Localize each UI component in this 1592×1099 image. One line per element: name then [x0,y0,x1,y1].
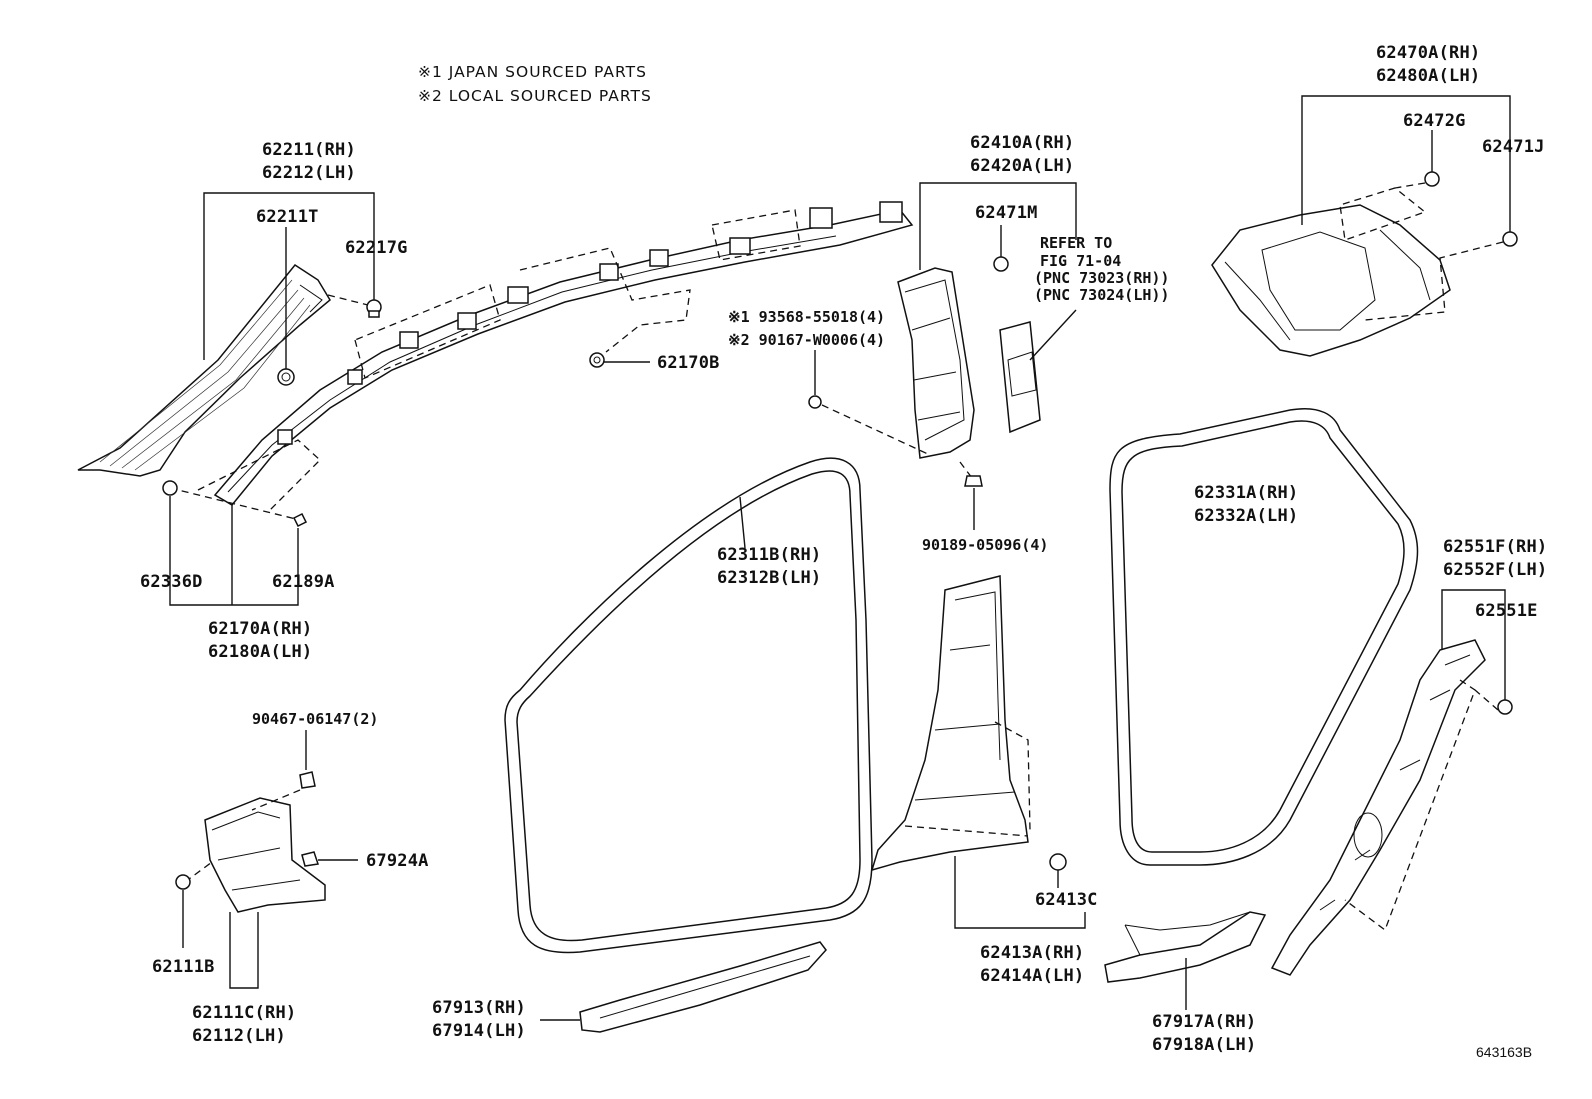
clip-62189a [292,512,308,528]
label-62551e: 62551E [1475,601,1538,621]
label-62312b: 62312B(LH) [717,568,821,588]
clip-62551e [1497,699,1513,715]
label-62112: 62112(LH) [192,1026,286,1046]
label-62470a: 62470A(RH) [1376,43,1480,63]
quarter-trim-panel [1211,204,1451,357]
label-62552f: 62552F(LH) [1443,560,1547,580]
clip-62336d [162,480,178,496]
label-62472g: 62472G [1403,111,1466,131]
label-62410a: 62410A(RH) [970,133,1074,153]
rear-scuff-plate [1104,911,1267,983]
label-62170b: 62170B [657,353,720,373]
figure-code: 643163B [1476,1044,1532,1060]
label-62170a: 62170A(RH) [208,619,312,639]
note-japan-sourced: ※1 JAPAN SOURCED PARTS [418,63,647,81]
clip-90189 [964,475,983,487]
clip-62170b [589,352,605,368]
front-scuff-plate [579,941,827,1033]
label-62551f: 62551F(RH) [1443,537,1547,557]
a-pillar-garnish [77,264,331,477]
label-refer-to: REFER TO [1040,234,1112,252]
label-62332a: 62332A(LH) [1194,506,1298,526]
curtain-airbag-assembly [213,201,914,506]
label-62471j: 62471J [1482,137,1545,157]
seat-belt-retractor [999,321,1041,434]
label-62413a: 62413A(RH) [980,943,1084,963]
label-90167: ※2 90167-W0006(4) [728,331,885,349]
label-67918a: 67918A(LH) [1152,1035,1256,1055]
label-67913: 67913(RH) [432,998,526,1018]
clip-62471j [1502,231,1518,247]
label-62111c: 62111C(RH) [192,1003,296,1023]
label-refer-lh: (PNC 73024(LH)) [1034,286,1169,304]
label-62212: 62212(LH) [262,163,356,183]
label-refer-fig: FIG 71-04 [1040,252,1121,270]
b-pillar-upper-garnish [897,267,975,459]
clip-62471m [993,256,1009,272]
label-62180a: 62180A(LH) [208,642,312,662]
label-62111b: 62111B [152,957,215,977]
label-62414a: 62414A(LH) [980,966,1084,986]
label-67924a: 67924A [366,851,429,871]
label-62211t: 62211T [256,207,319,227]
quarter-lower-garnish [1270,639,1486,976]
label-93568: ※1 93568-55018(4) [728,308,885,326]
label-62189a: 62189A [272,572,335,592]
clip-90467 [299,771,316,789]
label-62471m: 62471M [975,203,1038,223]
clip-67924a [301,851,319,867]
label-67917a: 67917A(RH) [1152,1012,1256,1032]
label-62217g: 62217G [345,238,408,258]
clip-62472g [1424,171,1440,187]
label-62413c: 62413C [1035,890,1098,910]
label-62480a: 62480A(LH) [1376,66,1480,86]
clip-62111b [175,874,191,890]
clip-62211t [277,368,295,386]
screw-93568 [808,395,822,409]
clip-62217g [366,299,382,318]
cowl-side-trim [204,797,326,913]
label-62311b: 62311B(RH) [717,545,821,565]
clip-62413c [1049,853,1067,871]
b-pillar-lower-garnish [870,575,1029,872]
label-62420a: 62420A(LH) [970,156,1074,176]
label-62331a: 62331A(RH) [1194,483,1298,503]
front-door-weatherstrip [504,457,873,954]
label-67914: 67914(LH) [432,1021,526,1041]
note-local-sourced: ※2 LOCAL SOURCED PARTS [418,87,652,105]
label-90467: 90467-06147(2) [252,710,378,728]
label-refer-rh: (PNC 73023(RH)) [1034,269,1169,287]
label-62211: 62211(RH) [262,140,356,160]
rear-door-weatherstrip [1109,408,1419,866]
label-62336d: 62336D [140,572,203,592]
label-90189: 90189-05096(4) [922,536,1048,554]
